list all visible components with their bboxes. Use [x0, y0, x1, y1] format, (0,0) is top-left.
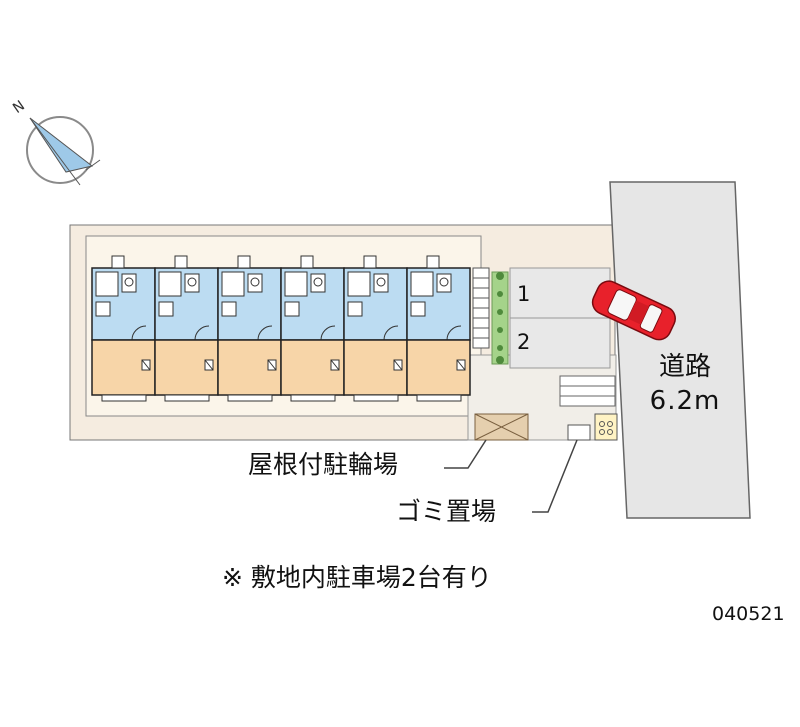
road-label: 道路	[658, 352, 711, 382]
compass-icon: N	[10, 98, 101, 186]
parking-space-2-number: 2	[517, 330, 531, 354]
front-steps	[559, 375, 616, 407]
apartment-unit	[217, 255, 282, 402]
road	[609, 181, 751, 519]
trash-leader-line	[532, 439, 578, 513]
compass-letter: N	[10, 98, 28, 117]
apartment-unit	[154, 255, 219, 402]
apartment-unit	[280, 255, 345, 402]
units	[91, 255, 471, 402]
apartment-unit	[91, 255, 156, 402]
road-width: 6.2m	[649, 386, 721, 416]
apartment-unit	[406, 255, 471, 402]
parking-space-2	[509, 317, 611, 369]
entrance-stairs	[472, 267, 490, 349]
drawing-code: 040521	[712, 603, 785, 625]
apartment-unit	[343, 255, 408, 402]
bicycle-leader-line	[444, 439, 487, 469]
green-dots	[496, 272, 504, 364]
trash-area	[567, 413, 618, 441]
car-icon	[591, 280, 676, 341]
parking-space-1-number: 1	[517, 282, 531, 306]
trash-area-label: ゴミ置場	[396, 497, 497, 526]
parking-note: ※ 敷地内駐車場2台有り	[222, 563, 492, 592]
bicycle-parking-label: 屋根付駐輪場	[248, 450, 399, 479]
bicycle-parking	[474, 413, 529, 441]
parking-space-1	[509, 267, 611, 319]
